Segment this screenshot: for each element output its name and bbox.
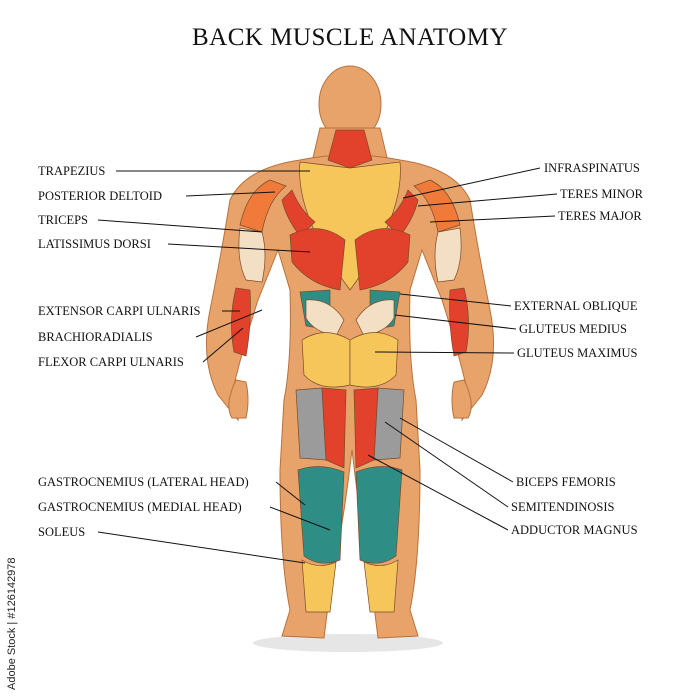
- right-latissimus: [354, 228, 411, 291]
- label-external-oblique: EXTERNAL OBLIQUE: [514, 299, 638, 313]
- right-triceps: [434, 227, 462, 283]
- left-latissimus: [289, 228, 346, 291]
- line-teres-major: [429, 215, 556, 223]
- neck-muscle: [327, 129, 373, 169]
- left-biceps-femoris: [321, 387, 347, 469]
- label-infraspinatus: INFRASPINATUS: [544, 161, 640, 175]
- label-brachioradialis: BRACHIORADIALIS: [38, 330, 153, 344]
- right-gluteus-maximus: [349, 332, 399, 388]
- floor-shadow: [253, 634, 443, 652]
- label-triceps: TRICEPS: [38, 213, 89, 227]
- label-gastrocnemius-medial-head: GASTROCNEMIUS (MEDIAL HEAD): [38, 500, 242, 514]
- label-semitendinosis: SEMITENDINOSIS: [511, 500, 615, 514]
- line-brachioradialis: [195, 309, 263, 338]
- left-calf: [297, 466, 345, 564]
- label-teres-minor: TERES MINOR: [560, 187, 643, 201]
- line-biceps-femoris: [399, 417, 514, 483]
- right-biceps-femoris: [353, 387, 379, 469]
- line-posterior-deltoid: [185, 191, 276, 197]
- stock-watermark-id: Adobe Stock | #126142978: [6, 557, 18, 690]
- right-thigh-lateral: [373, 387, 405, 461]
- trapezius-muscle: [299, 161, 401, 291]
- left-forearm: [231, 287, 251, 357]
- label-gastrocnemius-lateral-head: GASTROCNEMIUS (LATERAL HEAD): [38, 475, 249, 489]
- label-adductor-magnus: ADDUCTOR MAGNUS: [511, 523, 638, 537]
- left-hand: [228, 379, 249, 419]
- left-soleus: [301, 559, 337, 613]
- line-gluteus-medius: [394, 314, 517, 330]
- left-gluteus-maximus: [301, 332, 351, 388]
- line-semitendinosis: [384, 421, 509, 508]
- label-posterior-deltoid: POSTERIOR DELTOID: [38, 189, 162, 203]
- label-gluteus-maximus: GLUTEUS MAXIMUS: [517, 346, 638, 360]
- label-biceps-femoris: BICEPS FEMORIS: [516, 475, 616, 489]
- label-flexor-carpi-ulnaris: FLEXOR CARPI ULNARIS: [38, 355, 184, 369]
- label-latissimus-dorsi: LATISSIMUS DORSI: [38, 237, 151, 251]
- left-thigh-lateral: [295, 387, 327, 461]
- line-gastrocnemius-lateral: [275, 481, 306, 506]
- right-hand: [451, 379, 472, 419]
- line-triceps: [97, 219, 263, 233]
- right-calf: [355, 466, 403, 564]
- line-gastrocnemius-medial: [269, 506, 331, 531]
- line-flexor-carpi-ulnaris: [202, 327, 244, 363]
- label-soleus: SOLEUS: [38, 525, 86, 539]
- line-latissimus-dorsi: [167, 243, 311, 253]
- page-title: BACK MUSCLE ANATOMY: [191, 24, 509, 51]
- line-external-oblique: [399, 293, 512, 307]
- label-extensor-carpi-ulnaris: EXTENSOR CARPI ULNARIS: [38, 304, 201, 318]
- muscles: [231, 129, 469, 613]
- line-teres-minor: [417, 193, 558, 207]
- line-gluteus-maximus: [374, 351, 515, 354]
- label-gluteus-medius: GLUTEUS MEDIUS: [519, 322, 627, 336]
- label-teres-major: TERES MAJOR: [558, 209, 642, 223]
- line-adductor-magnus: [367, 454, 509, 531]
- label-trapezius: TRAPEZIUS: [38, 164, 106, 178]
- right-soleus: [363, 559, 399, 613]
- leader-lines: [97, 167, 558, 564]
- line-soleus: [97, 531, 306, 564]
- line-infraspinatus: [402, 167, 541, 199]
